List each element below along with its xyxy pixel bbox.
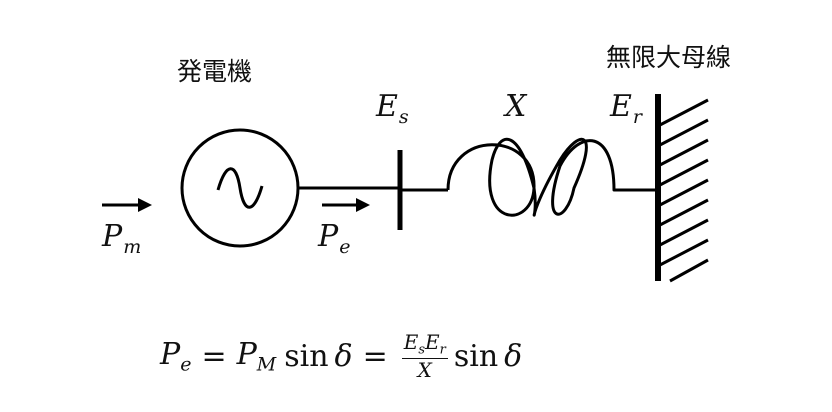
pm-symbol: Pm [102,219,142,258]
reactance-coil [446,137,658,217]
pe-arrow [322,198,370,212]
es-symbol: Es [376,89,409,128]
infinite-bus-wall [655,94,709,283]
x-symbol: X [505,89,527,124]
fraction-numerator: EsEr [401,330,448,360]
formula-delta-1: δ [334,339,353,375]
pe-symbol: Pe [318,219,351,258]
pm-arrow [102,198,152,212]
formula-equals-1: = [201,339,227,375]
generator-symbol [180,128,300,248]
er-symbol: Er [610,89,642,128]
infinite-bus-label: 無限大母線 [606,43,732,72]
sine-wave-icon [216,167,264,209]
generator-label: 発電機 [177,57,253,86]
formula-sin-2: sin [453,339,499,375]
formula-fraction: EsEr X [401,330,448,383]
formula-pm: PM [236,337,277,376]
fraction-denominator: X [417,358,432,383]
formula-delta-2: δ [504,339,523,375]
formula-lhs: Pe [160,337,192,376]
formula-equals-2: = [362,339,388,375]
formula-sin-1: sin [284,339,329,375]
power-formula: Pe = PM sin δ = EsEr X sin δ [160,330,523,383]
